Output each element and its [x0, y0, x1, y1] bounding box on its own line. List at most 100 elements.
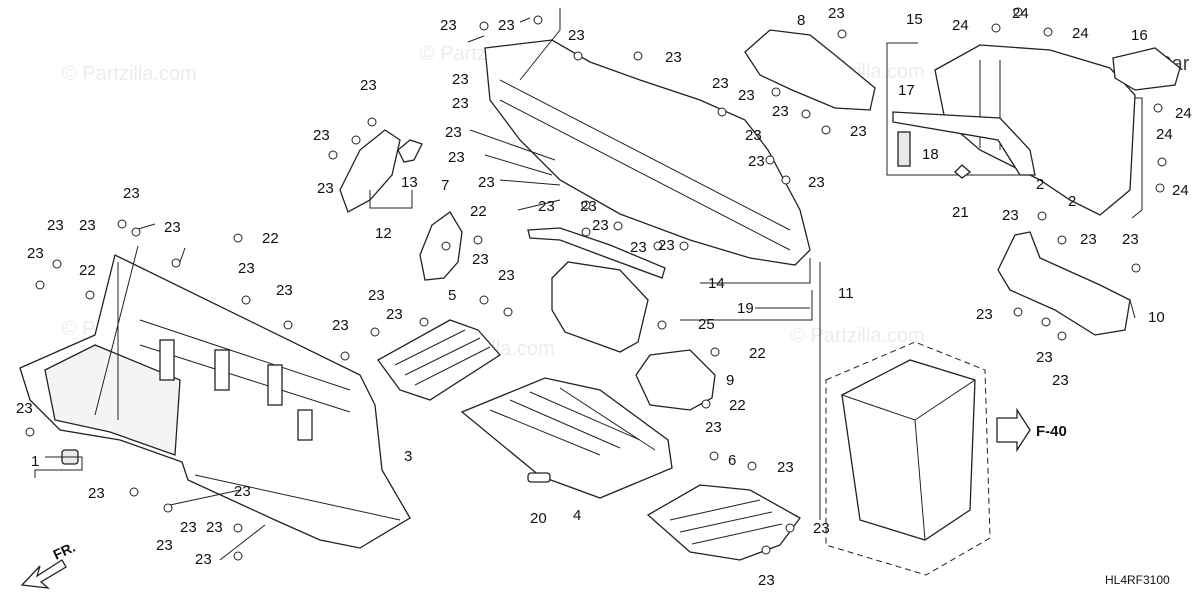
callout-label: 23 [47, 217, 64, 234]
callout-label: 10 [1148, 309, 1165, 326]
fastener [1155, 183, 1165, 193]
callout-label: 23 [1122, 231, 1139, 248]
fastener [991, 23, 1001, 33]
fastener [370, 327, 380, 337]
callout-label: 23 [777, 459, 794, 476]
fastener [441, 241, 451, 251]
part-14-strip [527, 227, 666, 279]
callout-label: 23 [592, 217, 609, 234]
fastener [701, 399, 711, 409]
callout-label: 23 [332, 317, 349, 334]
parts-layer [19, 7, 1181, 589]
part-6-tray [646, 484, 801, 561]
reference-label: F-40 [1036, 423, 1067, 440]
part-17-rail [892, 111, 1036, 176]
part-18-pad [897, 131, 911, 167]
callout-label: 9 [726, 372, 734, 389]
fastener [52, 259, 62, 269]
callout-label: 23 [772, 103, 789, 120]
callout-label: 13 [401, 174, 418, 191]
part-4-skid [460, 377, 673, 499]
callout-label: 22 [470, 203, 487, 220]
callout-label: 23 [317, 180, 334, 197]
callout-label: 24 [1172, 182, 1189, 199]
callout-label: 1 [31, 453, 39, 470]
callout-label: 23 [452, 71, 469, 88]
callout-label: 23 [498, 267, 515, 284]
callout-label: 17 [898, 82, 915, 99]
fastener [821, 125, 831, 135]
reference-arrow [996, 407, 1031, 453]
fastener [801, 109, 811, 119]
fastener [533, 15, 543, 25]
fastener [503, 307, 513, 317]
callout-label: 23 [440, 17, 457, 34]
callout-label: 23 [368, 287, 385, 304]
fastener [328, 150, 338, 160]
fastener [479, 21, 489, 31]
fastener [35, 280, 45, 290]
fastener [233, 233, 243, 243]
storage-bin-reference [825, 341, 1031, 576]
callout-label: 23 [738, 87, 755, 104]
fastener [771, 87, 781, 97]
callout-label: 22 [262, 230, 279, 247]
part-5-tray [377, 319, 501, 401]
callout-label: 23 [276, 282, 293, 299]
callout-label: 23 [238, 260, 255, 277]
callout-label: 20 [530, 510, 547, 527]
fastener [85, 290, 95, 300]
callout-label: 2 [1068, 193, 1076, 210]
fastener [1043, 27, 1053, 37]
fastener [710, 347, 720, 357]
fastener [25, 427, 35, 437]
fastener [1153, 103, 1163, 113]
callout-label: 22 [729, 397, 746, 414]
fastener [1013, 307, 1023, 317]
fastener [573, 51, 583, 61]
callout-label: 23 [313, 127, 330, 144]
callout-label: 23 [828, 5, 845, 22]
callout-label: 22 [749, 345, 766, 362]
fastener [633, 51, 643, 61]
part-12-bracket [339, 129, 401, 213]
callout-label: 8 [797, 12, 805, 29]
callout-label: 23 [156, 537, 173, 554]
fastener [351, 135, 361, 145]
callout-label: 23 [498, 17, 515, 34]
fastener [1041, 317, 1051, 327]
callout-label: 21 [952, 204, 969, 221]
part-10-bracket [997, 231, 1131, 336]
callout-label: 23 [758, 572, 775, 589]
callout-label: 23 [452, 95, 469, 112]
fastener [781, 175, 791, 185]
callout-label: 3 [404, 448, 412, 465]
callout-label: 23 [478, 174, 495, 191]
callout-label: 6 [728, 452, 736, 469]
fastener [233, 523, 243, 533]
fastener [761, 545, 771, 555]
callout-label: 23 [445, 124, 462, 141]
fastener [129, 487, 139, 497]
callout-label: 23 [1002, 207, 1019, 224]
callout-label: 23 [360, 77, 377, 94]
fastener [785, 523, 795, 533]
callout-label: 24 [1175, 105, 1192, 122]
callout-label: 23 [1036, 349, 1053, 366]
callout-label: 23 [1080, 231, 1097, 248]
callout-label: 23 [1052, 372, 1069, 389]
callout-label: 19 [737, 300, 754, 317]
fastener [1057, 331, 1067, 341]
fasteners [25, 7, 1167, 561]
fastener [765, 155, 775, 165]
part-20-pad [527, 472, 551, 483]
callout-label: 25 [698, 316, 715, 333]
fastener [1057, 235, 1067, 245]
callout-label: 23 [448, 149, 465, 166]
part-16-seal [1112, 47, 1181, 91]
callout-label: 7 [441, 177, 449, 194]
callout-label: 5 [448, 287, 456, 304]
callout-layer: 23 23 23 23 23 23 23 23 23 23 23 23 23 2… [16, 5, 1192, 589]
callout-label: 11 [838, 285, 854, 302]
callout-label: 24 [1012, 5, 1029, 22]
